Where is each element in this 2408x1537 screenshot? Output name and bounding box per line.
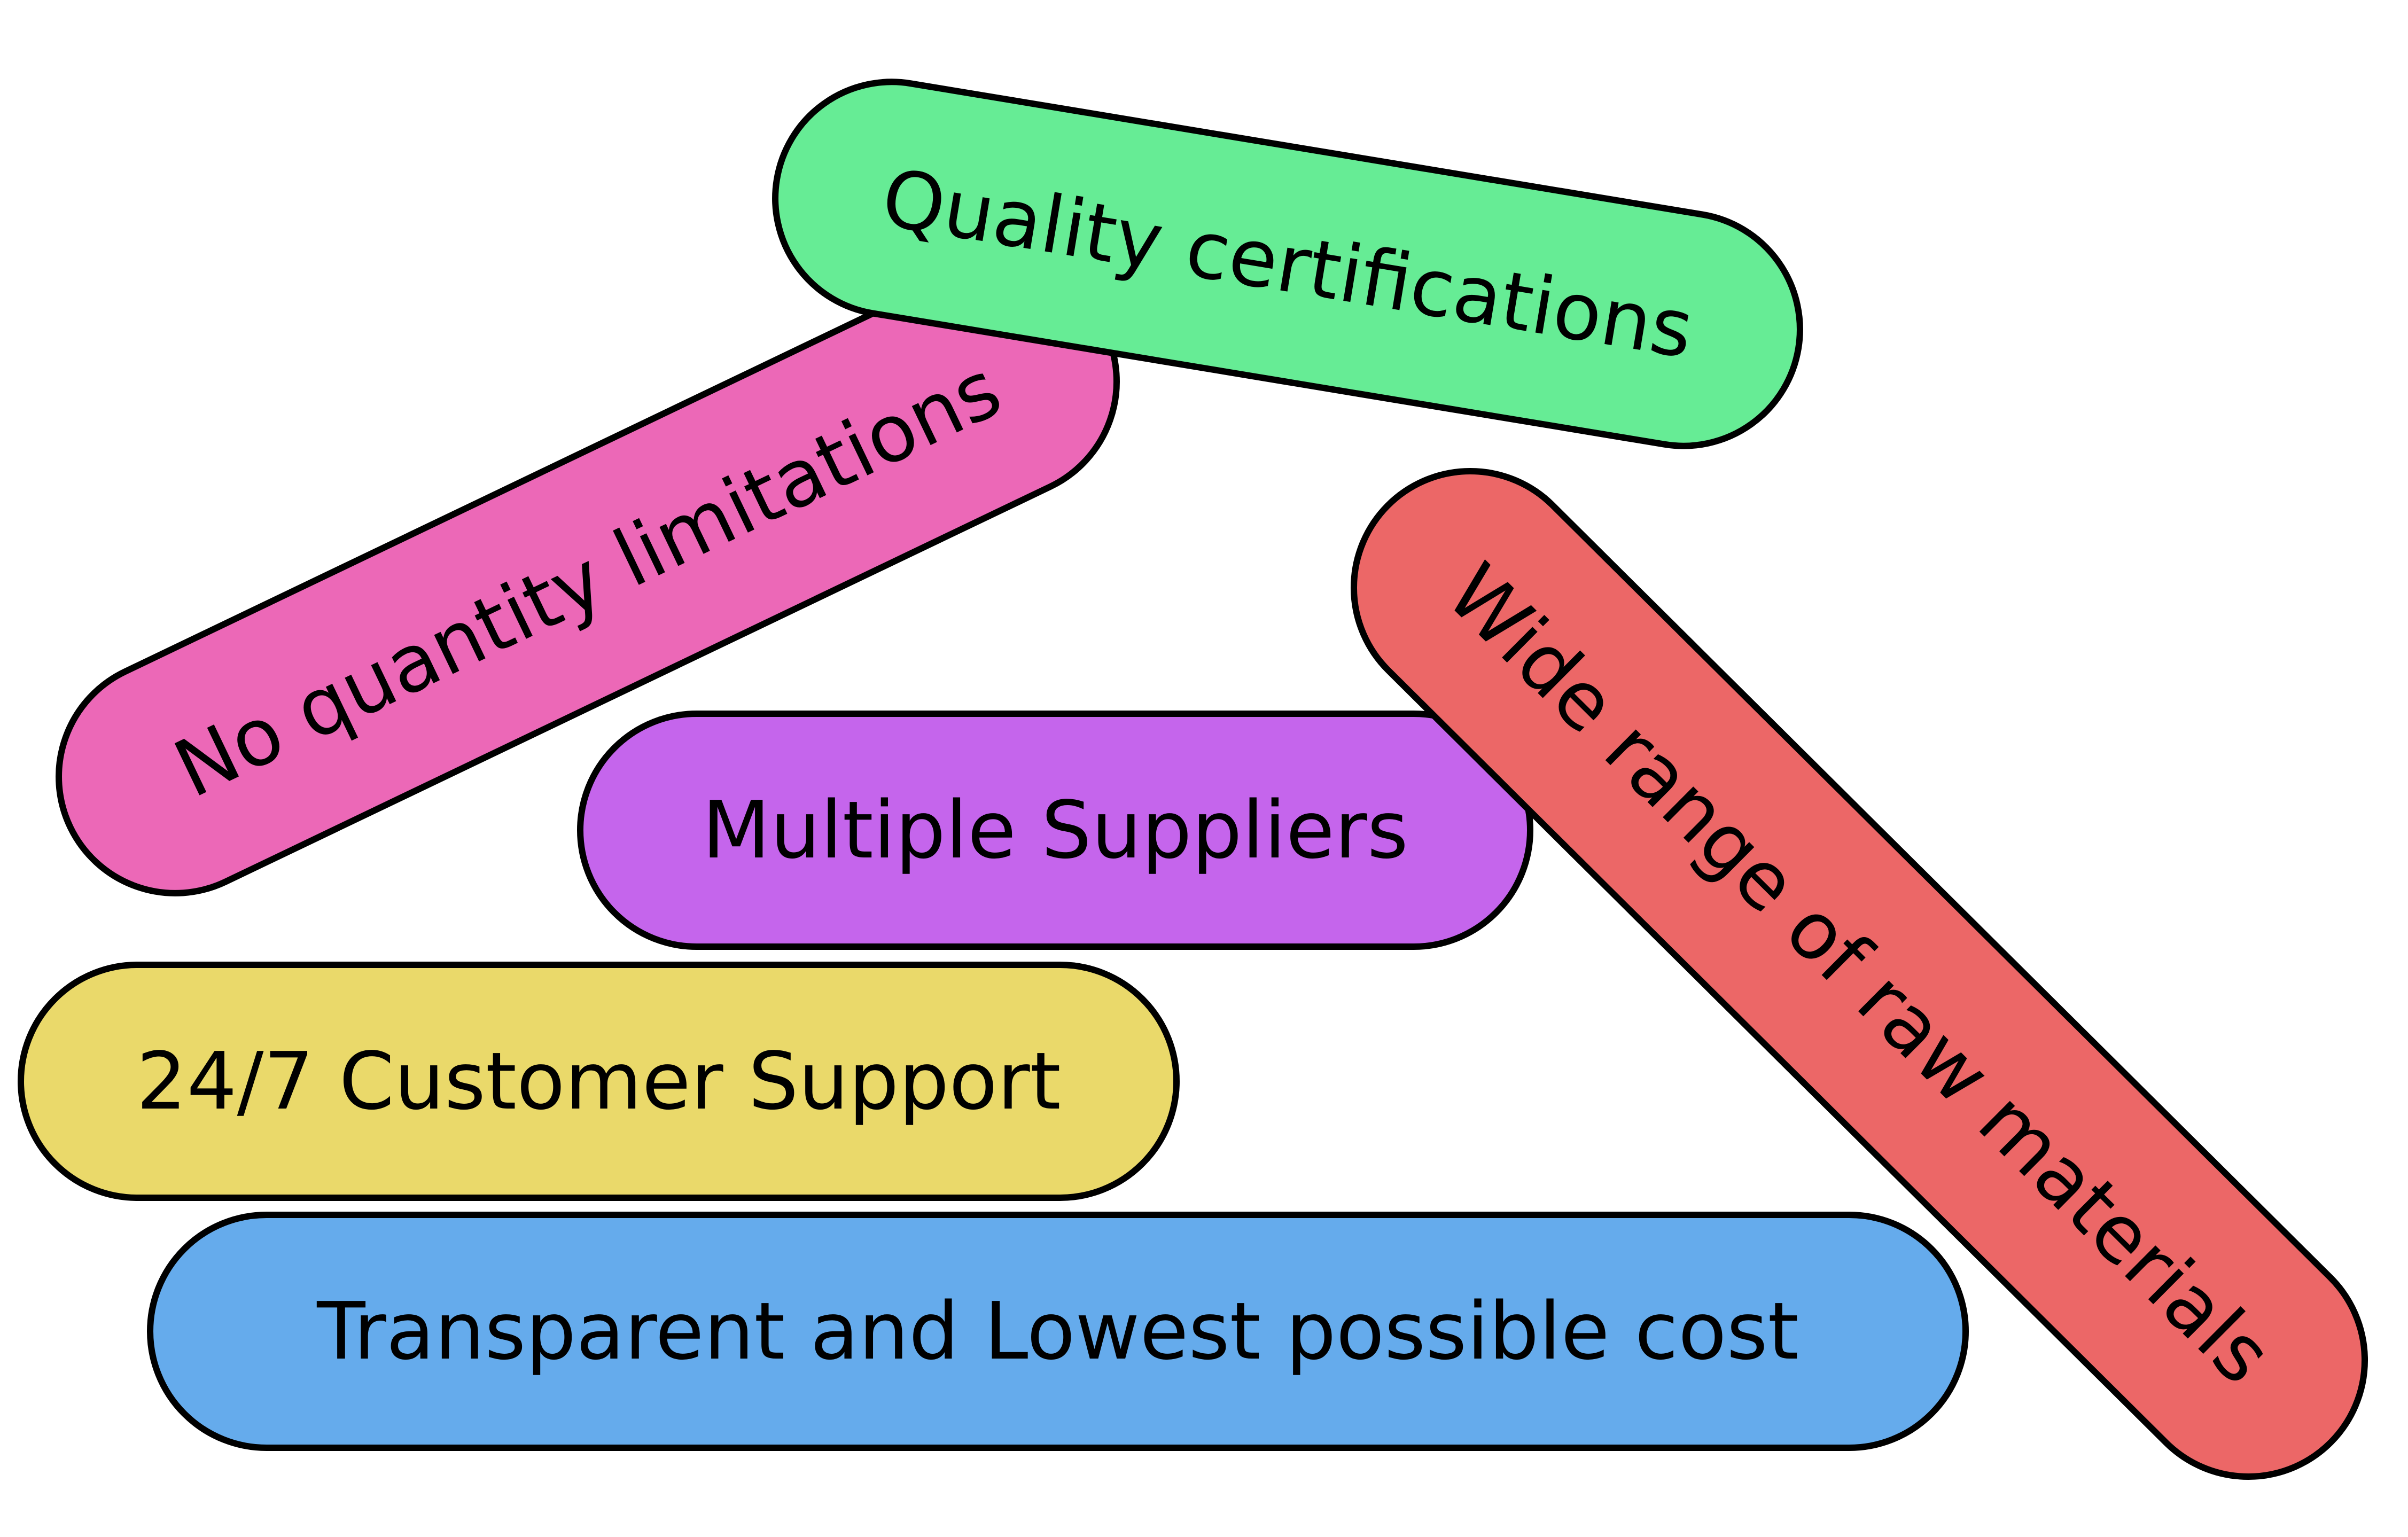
pill-label: 24/7 Customer Support (136, 1035, 1061, 1127)
pill-label: Multiple Suppliers (702, 784, 1408, 876)
pill-customer-support: 24/7 Customer Support (18, 962, 1180, 1201)
pill-multiple-suppliers: Multiple Suppliers (577, 711, 1533, 950)
pill-label: Transparent and Lowest possible cost (317, 1285, 1799, 1377)
pill-transparent-lowest-cost: Transparent and Lowest possible cost (147, 1212, 1969, 1451)
